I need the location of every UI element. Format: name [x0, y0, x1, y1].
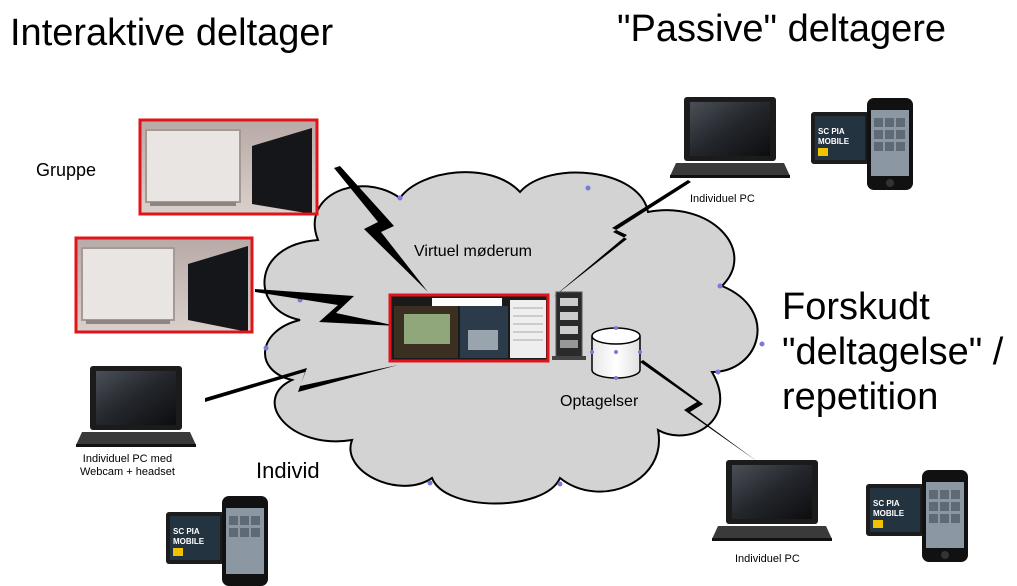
heading-deferred-line: Forskudt [782, 286, 930, 328]
group-camera-image-2 [74, 236, 254, 334]
laptop-icon-passive [670, 97, 790, 178]
tablet-brand-text: MOBILE [818, 137, 850, 146]
bolt-individual [205, 365, 398, 402]
mobile-devices-icon-individual: SC PIA MOBILE [166, 496, 268, 586]
virtual-room-screenshot [388, 293, 550, 363]
bolt-group-bottom [255, 289, 397, 326]
tablet-brand-text: SC PIA [873, 499, 900, 508]
label-individual: Individ [256, 458, 320, 483]
heading-deferred-line: "deltagelse" / [782, 331, 1004, 373]
label-virtual-room: Virtuel møderum [414, 243, 532, 260]
laptop-icon-webcam [76, 366, 196, 447]
label-pc-deferred: Individuel PC [735, 553, 800, 565]
tablet-brand-text: SC PIA [173, 527, 200, 536]
tablet-brand-text: MOBILE [173, 537, 205, 546]
connection-bolts [205, 166, 758, 462]
server-icon [552, 291, 586, 360]
label-pc-webcam-line: Individuel PC med [82, 453, 173, 465]
database-cylinder-icon [590, 326, 642, 380]
mobile-devices-icon-deferred: SC PIA MOBILE [866, 470, 968, 562]
label-pc-webcam-line: Webcam + headset [80, 466, 175, 478]
group-camera-image-1 [138, 118, 319, 216]
label-pc-passive: Individuel PC [690, 193, 755, 205]
heading-passive: "Passive" deltagere [617, 8, 947, 50]
label-pc-webcam: Individuel PC med Webcam + headset [80, 453, 175, 479]
tablet-brand-text: SC PIA [818, 127, 845, 136]
mobile-devices-icon-passive: SC PIA MOBILE [811, 98, 913, 190]
bolt-deferred [640, 360, 758, 462]
bolt-group-top [334, 166, 428, 292]
label-group: Gruppe [36, 160, 97, 180]
tablet-brand-text: MOBILE [873, 509, 905, 518]
heading-deferred: Forskudt "deltagelse" / repetition [782, 285, 1014, 420]
heading-interactive: Interaktive deltager [10, 12, 334, 54]
heading-deferred-line: repetition [782, 376, 939, 418]
label-recordings: Optagelser [560, 393, 639, 410]
laptop-icon-deferred [712, 460, 832, 541]
